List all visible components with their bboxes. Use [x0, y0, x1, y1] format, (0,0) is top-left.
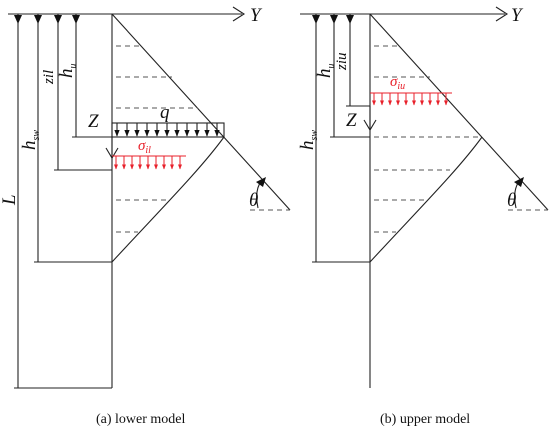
- y-axis-label-lower: Y: [250, 5, 263, 26]
- sigma-il-arrows: [114, 156, 182, 170]
- zil-label-lower: zil: [41, 70, 57, 85]
- zil-dimension-arrow-lower: [54, 15, 62, 24]
- ziu-label-upper: ziu: [334, 52, 350, 71]
- hsw-dimension-arrow-upper: [312, 15, 320, 24]
- z-axis-label-lower: Z: [88, 111, 99, 132]
- hu-dimension-arrow-lower: [72, 15, 80, 24]
- caption-upper-model: (b) upper model: [380, 412, 470, 427]
- sigma-iu-arrows: [372, 93, 448, 106]
- z-axis-arrow-lower: [105, 147, 119, 160]
- theta-label-upper: θ: [507, 190, 516, 211]
- hu-label-upper: hu: [314, 64, 337, 79]
- y-axis-arrow-upper: [495, 6, 509, 22]
- panel-lower-model: Y L hsw zil hu: [0, 5, 291, 427]
- load-q-label-lower: q: [160, 102, 170, 123]
- triangle-hypotenuse-lower: [111, 13, 291, 211]
- sigma-il-label: σil: [138, 138, 151, 156]
- y-axis-arrow-lower: [232, 6, 246, 22]
- theta-label-lower: θ: [249, 190, 258, 211]
- L-label-lower: L: [0, 194, 20, 206]
- z-axis-arrow-upper: [363, 119, 377, 132]
- caption-lower-model: (a) lower model: [96, 412, 186, 427]
- z-axis-label-upper: Z: [346, 110, 357, 131]
- hsw-dimension-arrow-lower: [34, 15, 42, 24]
- sigma-iu-label: σiu: [390, 74, 405, 92]
- hsw-label-lower: hsw: [19, 130, 42, 150]
- ziu-dimension-arrow-upper: [346, 15, 354, 24]
- y-axis-label-upper: Y: [511, 5, 524, 26]
- hsw-label-upper: hsw: [297, 130, 320, 150]
- curved-boundary-lower: [111, 136, 225, 263]
- triangle-hypotenuse-upper: [369, 13, 549, 211]
- curved-boundary-upper: [369, 136, 483, 263]
- theta-arrow-lower: [256, 177, 266, 187]
- load-q-box-lower: [111, 122, 225, 138]
- hu-label-lower: hu: [56, 64, 79, 79]
- panel-upper-model: Y hsw hu ziu Z: [297, 5, 549, 427]
- theta-arrow-upper: [514, 177, 524, 187]
- hu-dimension-arrow-upper: [330, 15, 338, 24]
- L-dimension-arrow-lower: [14, 15, 22, 24]
- load-q-arrows-lower: [114, 123, 220, 137]
